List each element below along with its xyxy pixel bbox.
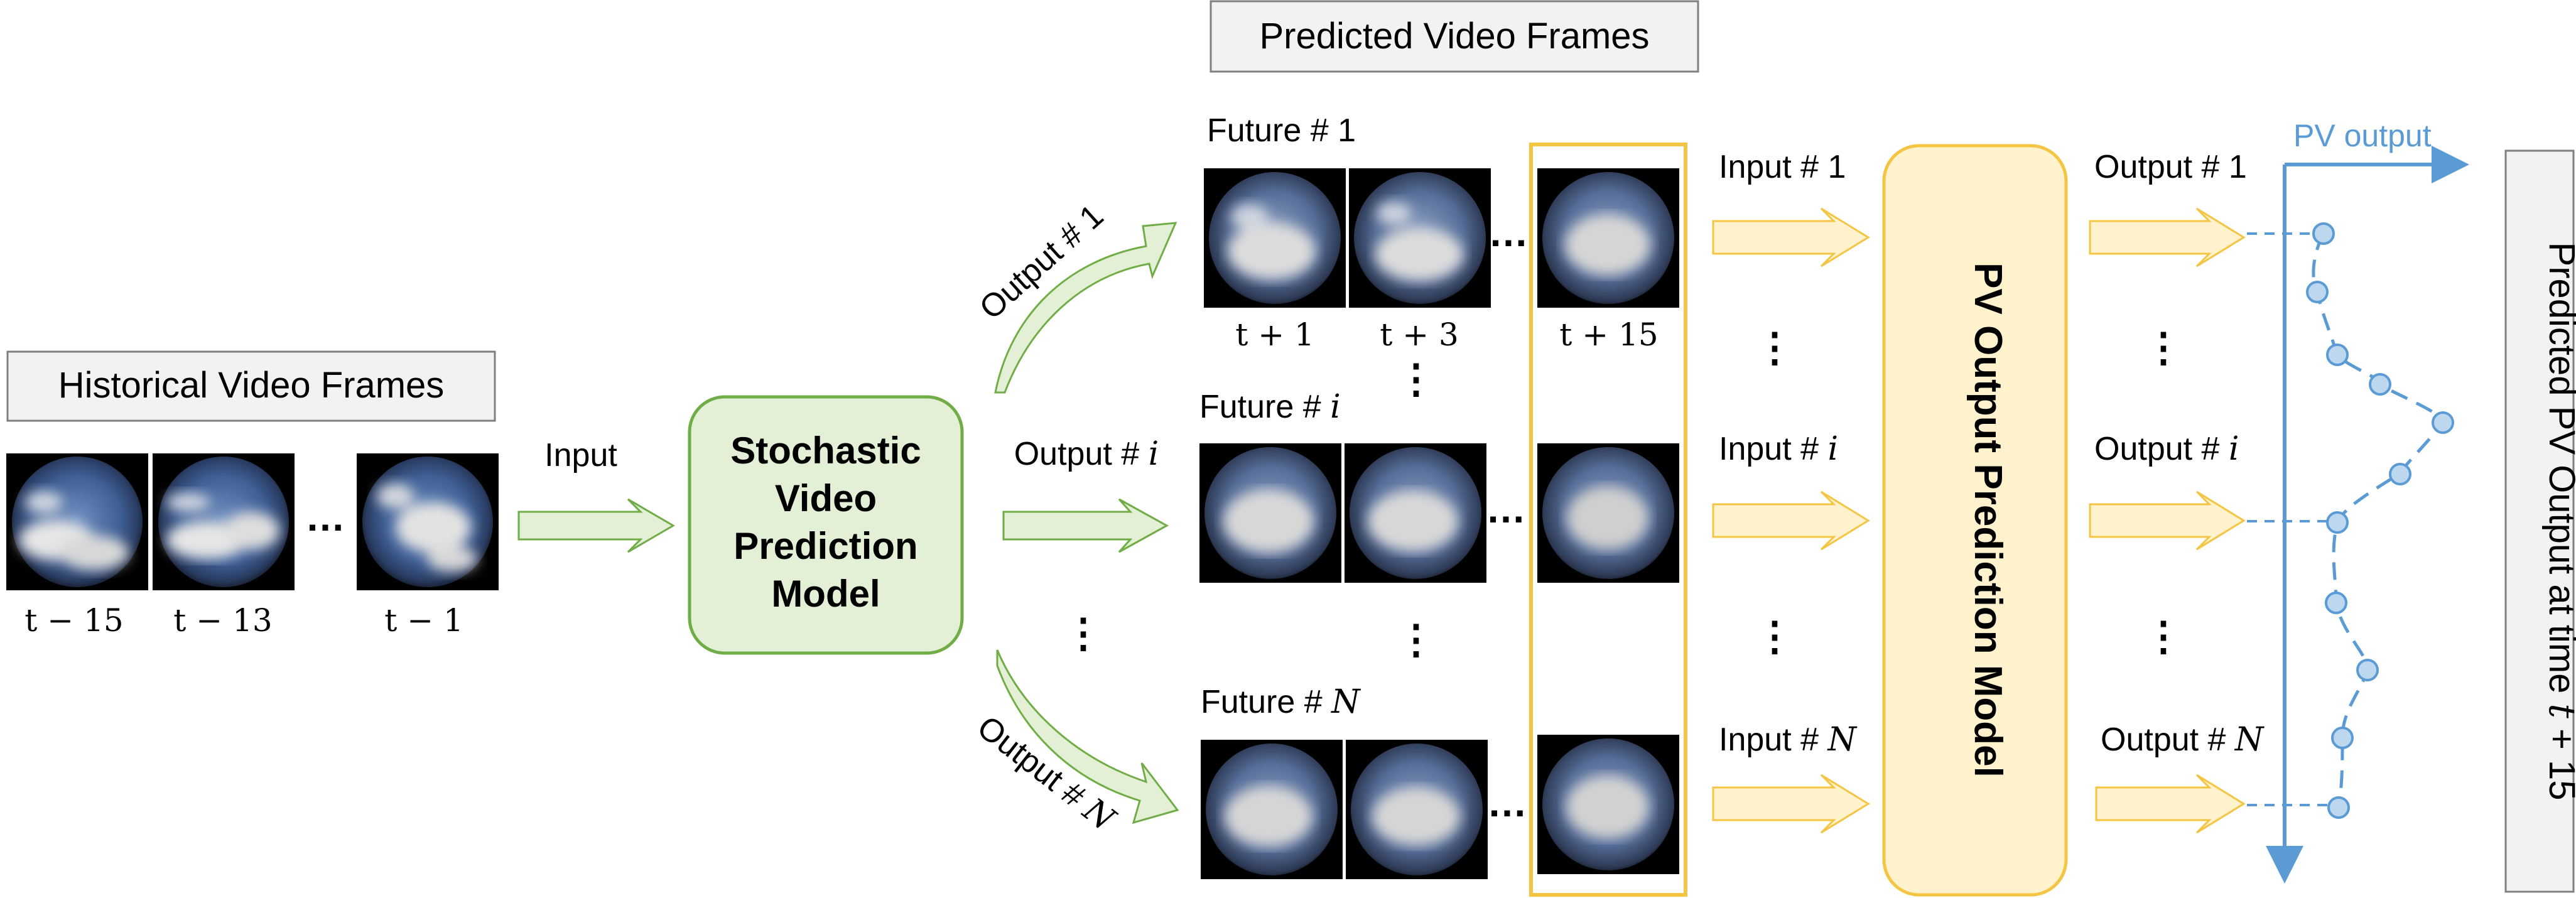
future-label-1: Future # 1	[1207, 112, 1356, 149]
predicted-title-box: Predicted Video Frames	[1210, 0, 1699, 73]
pv-point	[2325, 592, 2347, 614]
future-vdots-1: ⋮	[1396, 356, 1436, 401]
pv-model-box: PV Output Prediction Model	[1882, 144, 2068, 897]
historical-time-2: t − 13	[173, 602, 272, 639]
future-1-frame-15	[1537, 168, 1679, 308]
future-i-frame-2	[1345, 443, 1486, 583]
pv-axis-label: PV output	[2293, 118, 2432, 153]
pv-output-label-1: Output # 1	[2094, 149, 2247, 185]
pv-input-label-i: Input # i	[1719, 430, 1838, 468]
pv-inputs-vdots-1: ⋮	[1755, 325, 1795, 370]
future-n-frame-1	[1201, 740, 1343, 879]
pv-input-arrow-n	[1712, 774, 1870, 834]
future-label-i: Future # i	[1199, 388, 1341, 426]
pv-point	[2331, 727, 2354, 749]
future-i-frame-15	[1537, 443, 1679, 583]
future-n-frame-2	[1346, 740, 1488, 879]
pv-point	[2326, 511, 2349, 534]
pv-outputs-vdots-2: ⋮	[2143, 614, 2184, 659]
pv-point	[2306, 281, 2329, 303]
pv-point	[2327, 796, 2350, 819]
svp-output-arrow-bottom	[996, 649, 1179, 825]
svp-model-box: Stochastic Video Prediction Model	[688, 395, 964, 655]
pv-point	[2312, 222, 2335, 245]
future-i-frame-1	[1199, 443, 1341, 583]
pv-input-arrow-1	[1712, 207, 1870, 268]
pv-point	[2356, 659, 2379, 681]
final-output-box: Predicted PV Output at time t + 15	[2504, 149, 2576, 893]
pv-output-label-n: Output # N	[2101, 721, 2265, 759]
future-1-frame-1	[1204, 168, 1346, 308]
input-arrow-label: Input	[544, 437, 617, 473]
future-1-frame-2	[1349, 168, 1491, 308]
pv-input-label-n: Input # N	[1719, 721, 1857, 759]
future-i-ellipsis: …	[1486, 486, 1526, 531]
future-n-frame-15	[1537, 735, 1679, 874]
historical-time-1: t − 15	[24, 602, 123, 639]
historical-ellipsis: …	[305, 494, 345, 539]
svp-model-line-1: Stochastic	[730, 430, 921, 472]
pv-input-label-1: Input # 1	[1719, 149, 1846, 185]
pv-outputs-vdots-1: ⋮	[2143, 325, 2184, 370]
pv-model-label: PV Output Prediction Model	[1966, 262, 2010, 777]
pv-point	[2432, 411, 2454, 434]
t15-selection-box	[1529, 143, 1687, 897]
pv-output-arrow-1	[2089, 207, 2246, 268]
historical-title-box: Historical Video Frames	[6, 350, 496, 422]
svp-outputs-vdots: ⋮	[1063, 610, 1103, 656]
future-time-15: t + 15	[1559, 316, 1658, 353]
pv-output-arrow-i	[2089, 490, 2246, 551]
pv-output-arrow-n	[2095, 774, 2246, 834]
pv-output-label-i: Output # i	[2094, 430, 2239, 468]
future-1-ellipsis: …	[1488, 210, 1529, 255]
pv-output-axes	[2266, 146, 2469, 884]
future-time-3: t + 3	[1380, 316, 1459, 353]
historical-time-3: t − 1	[384, 602, 463, 639]
predicted-title: Predicted Video Frames	[1259, 16, 1649, 57]
svp-output-arrow-mid	[1002, 498, 1169, 553]
svp-output-label-i: Output # i	[1014, 435, 1159, 473]
pv-output-points	[2306, 222, 2454, 819]
future-n-ellipsis: …	[1487, 780, 1527, 825]
final-output-label: Predicted PV Output at time t + 15	[2541, 242, 2576, 801]
input-arrow	[517, 498, 675, 553]
future-label-n: Future # N	[1201, 683, 1361, 721]
future-vdots-2: ⋮	[1396, 617, 1436, 662]
pv-inputs-vdots-2: ⋮	[1755, 614, 1795, 659]
future-time-1: t + 1	[1235, 316, 1314, 353]
svp-model-line-2: Video	[775, 477, 877, 519]
pv-input-arrow-i	[1712, 490, 1870, 551]
pv-point	[2326, 344, 2349, 366]
historical-frame-2	[153, 453, 295, 590]
svp-model-line-4: Model	[771, 573, 880, 615]
historical-frame-1	[6, 453, 148, 590]
svp-output-arrow-top	[994, 222, 1177, 394]
pv-point	[2389, 463, 2411, 485]
historical-frame-3	[357, 453, 499, 590]
pv-point	[2369, 373, 2391, 396]
historical-title: Historical Video Frames	[58, 365, 445, 406]
svp-model-line-3: Prediction	[733, 525, 917, 567]
